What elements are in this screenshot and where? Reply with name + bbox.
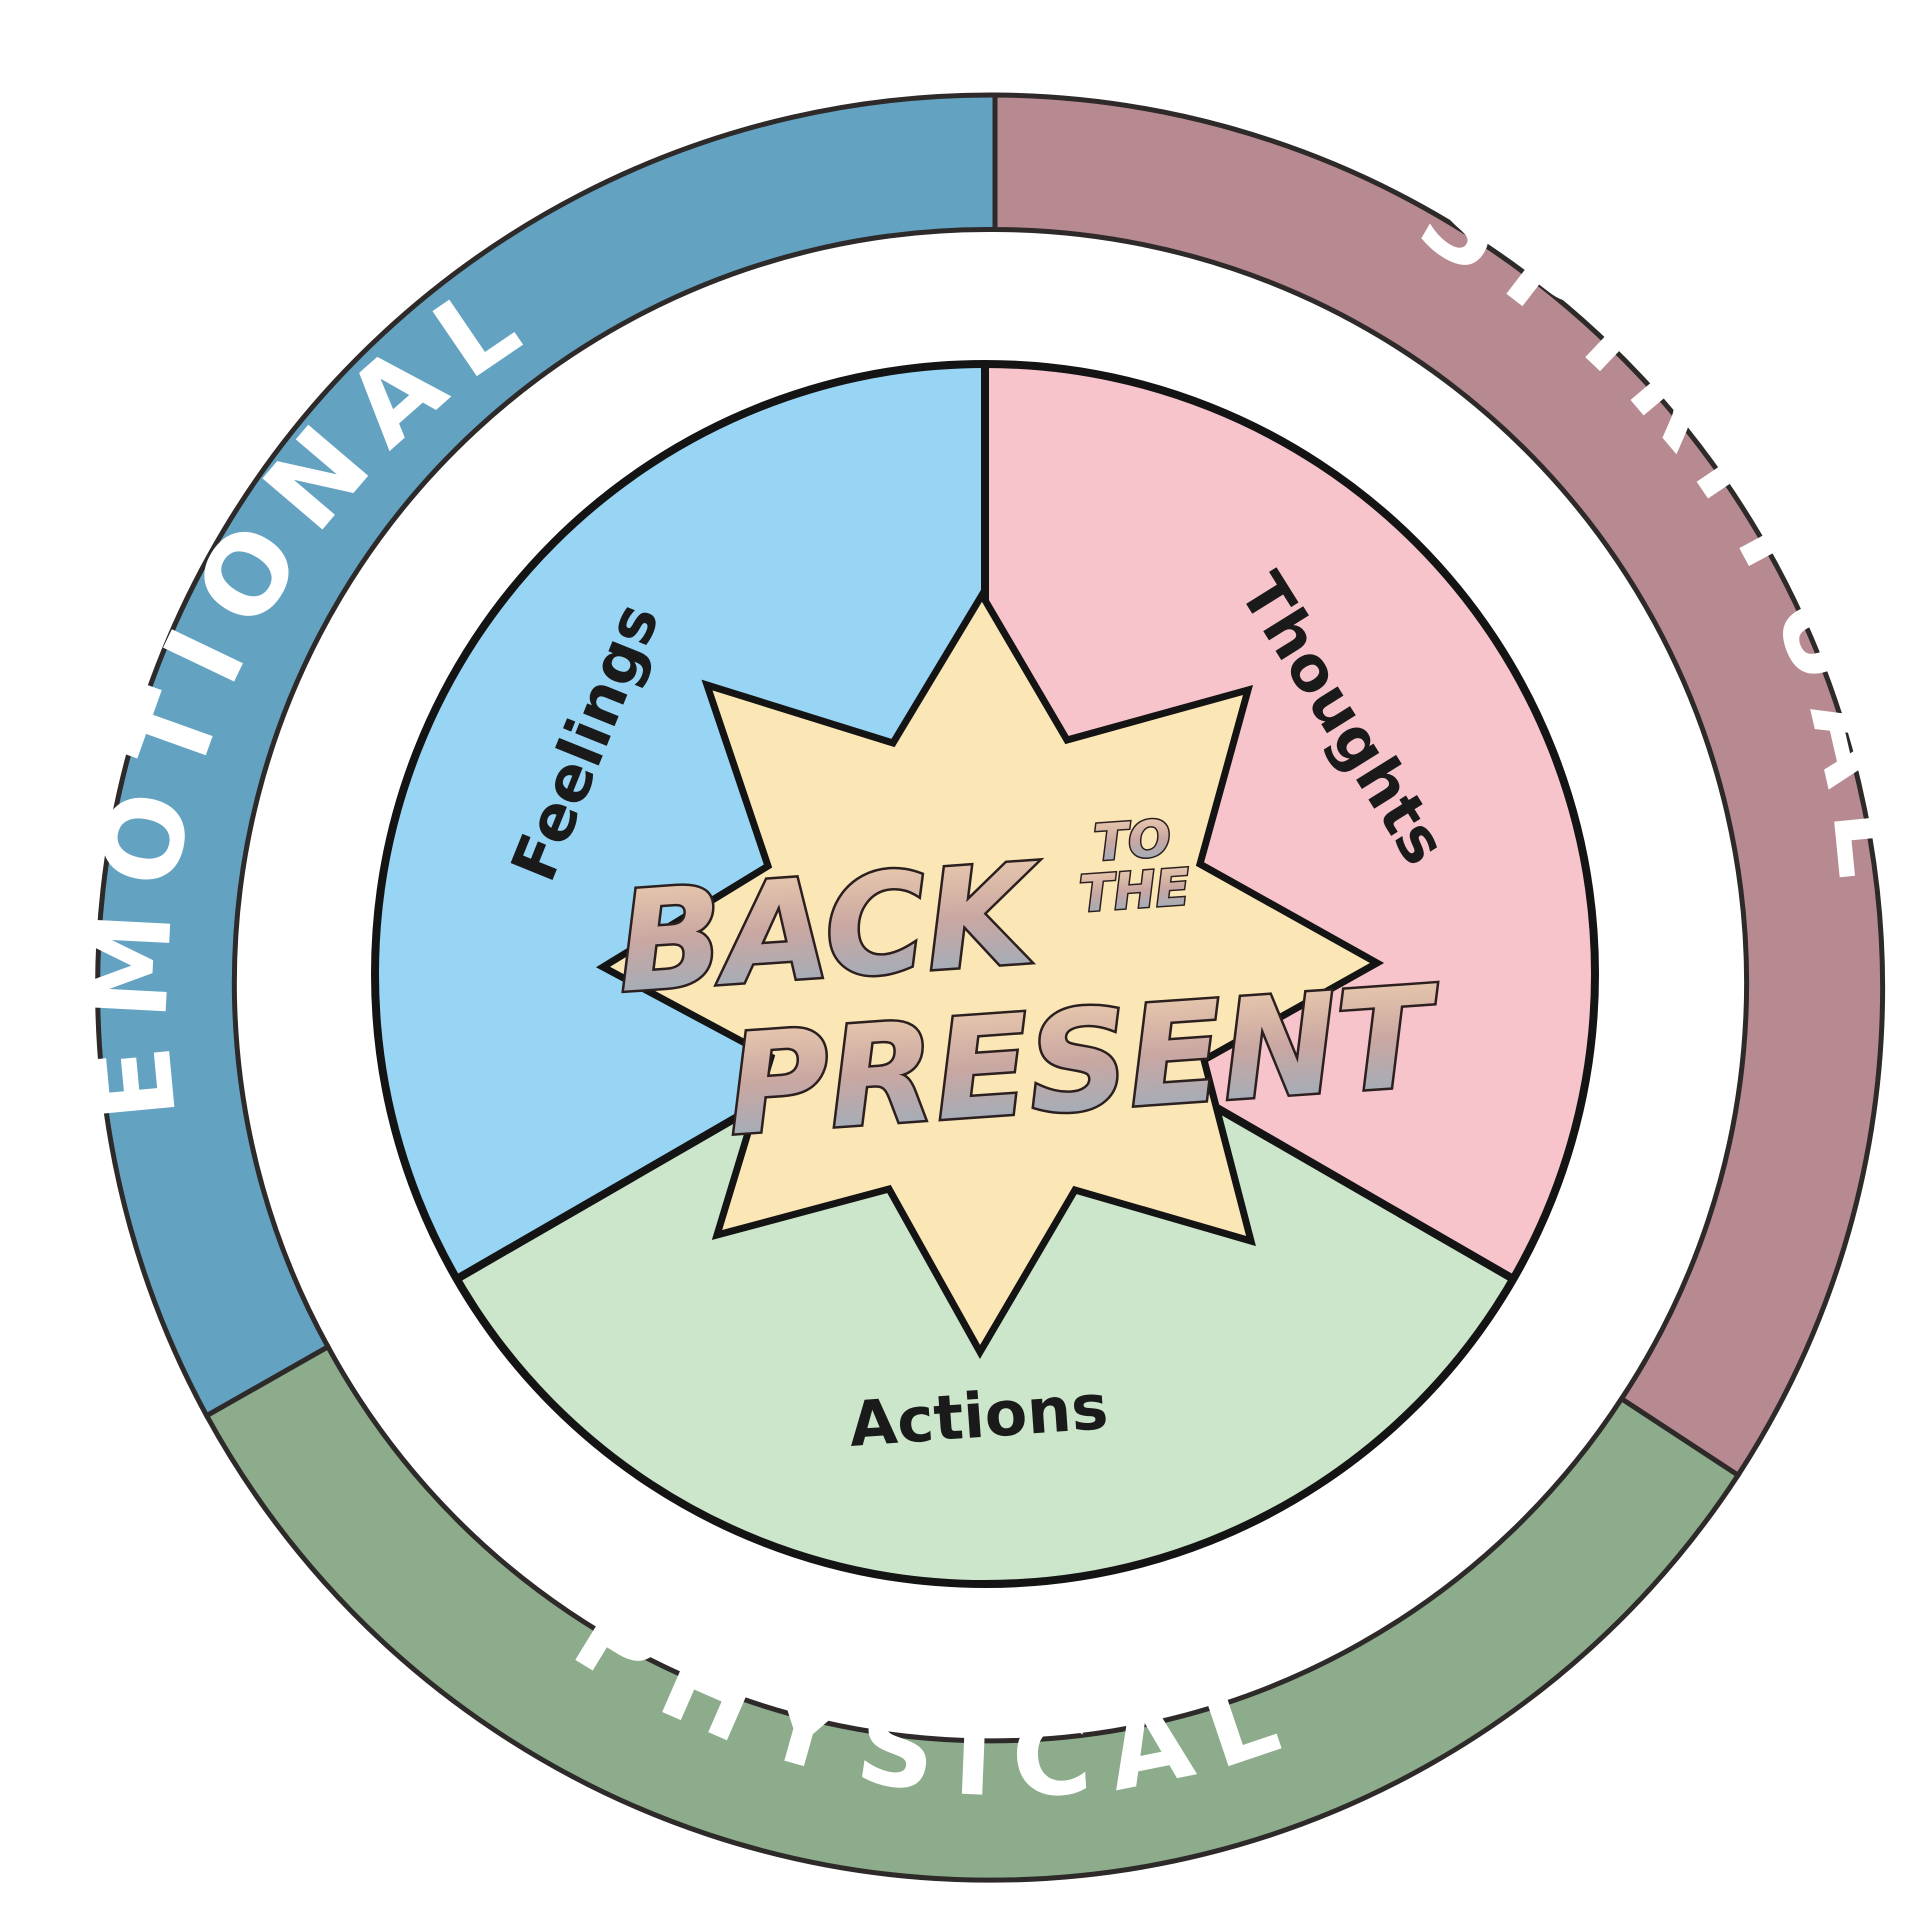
center-title-line1: BACK — [612, 833, 1047, 1023]
emotional-ring-segment — [95, 92, 998, 1420]
actions-label: Actions — [847, 1370, 1111, 1461]
center-title-to: TO — [1092, 809, 1172, 872]
spiritual-ring-segment — [992, 92, 1886, 1479]
center-star — [595, 588, 1385, 1360]
center-star-group: BACK TO THE PRESENT — [595, 588, 1449, 1360]
center-title-the: THE — [1078, 858, 1192, 924]
physical-ring-segment — [203, 1343, 1742, 1883]
